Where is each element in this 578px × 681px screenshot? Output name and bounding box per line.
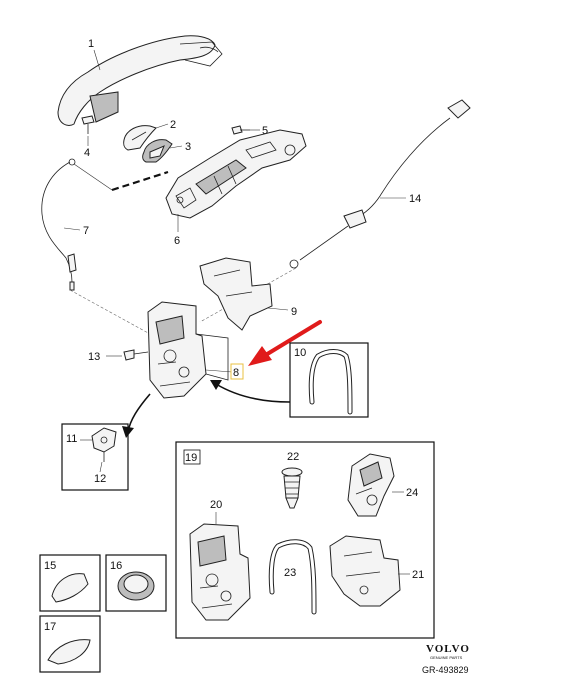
callout-19: 19 xyxy=(185,452,197,464)
part-gasket-2 xyxy=(123,125,157,151)
leader-3 xyxy=(169,145,183,149)
highlight-arrow xyxy=(248,320,322,366)
detail-box-17: 17 xyxy=(39,615,101,673)
kit-box-19: 19 22 24 20 xyxy=(175,441,435,639)
detail-box-16: 16 xyxy=(105,554,167,612)
brand-logo: VOLVO GENUINE PARTS xyxy=(426,643,470,660)
callout-10: 10 xyxy=(294,347,306,359)
part-cable-7 xyxy=(41,158,77,291)
callout-15: 15 xyxy=(44,560,56,572)
callout-23: 23 xyxy=(284,567,296,579)
callout-5: 5 xyxy=(262,125,268,137)
leader-9 xyxy=(267,307,289,311)
pointer-arrow-11 xyxy=(127,393,151,433)
reference-number: GR-493829 xyxy=(422,665,469,675)
brand-tagline: GENUINE PARTS xyxy=(430,655,463,660)
part-screw-5 xyxy=(231,125,250,135)
part-rod-14 xyxy=(289,99,471,269)
callout-4: 4 xyxy=(84,147,90,159)
part-lock-20 xyxy=(189,523,251,621)
detail-box-10: 10 xyxy=(289,342,369,418)
part-screw-4 xyxy=(81,115,95,134)
callout-8: 8 xyxy=(233,367,239,379)
part-door-lock-8 xyxy=(147,301,229,399)
callout-6: 6 xyxy=(174,235,180,247)
pointer-arrowhead-10 xyxy=(210,380,222,390)
part-handle-bracket xyxy=(165,129,307,219)
part-screw-13 xyxy=(123,349,149,361)
callout-14: 14 xyxy=(409,193,421,205)
leader-1 xyxy=(93,49,101,71)
part-bump-stop-22 xyxy=(281,467,303,509)
leader-2 xyxy=(155,123,169,129)
callout-11: 11 xyxy=(66,433,77,445)
leader-rod xyxy=(73,163,113,191)
leader-8 xyxy=(205,369,233,373)
callout-8-highlight xyxy=(230,363,244,380)
callout-1: 1 xyxy=(88,38,94,50)
callout-9: 9 xyxy=(291,306,297,318)
callout-24: 24 xyxy=(406,487,418,499)
detail-box-11: 11 12 xyxy=(61,423,129,491)
pointer-arrow-10 xyxy=(215,383,291,403)
part-outer-handle xyxy=(57,35,223,126)
callout-3: 3 xyxy=(185,141,191,153)
callout-22: 22 xyxy=(287,451,299,463)
dashed-connection xyxy=(111,170,169,192)
callout-21: 21 xyxy=(412,569,424,581)
callout-7: 7 xyxy=(83,225,89,237)
part-actuator-24 xyxy=(347,453,395,517)
callout-2: 2 xyxy=(170,119,176,131)
callout-20: 20 xyxy=(210,499,222,511)
part-bracket-21 xyxy=(329,535,401,607)
part-gasket-3 xyxy=(142,139,173,163)
part-cover-9 xyxy=(199,257,273,331)
detail-box-15: 15 xyxy=(39,554,101,612)
part-u-rod-23 xyxy=(268,539,317,615)
dashed-projection-left xyxy=(69,289,151,335)
callout-12: 12 xyxy=(94,473,106,485)
callout-13: 13 xyxy=(88,351,100,363)
callout-16: 16 xyxy=(110,560,122,572)
brand-name: VOLVO xyxy=(426,643,470,655)
leader-7 xyxy=(63,227,81,231)
callout-17: 17 xyxy=(44,621,56,633)
